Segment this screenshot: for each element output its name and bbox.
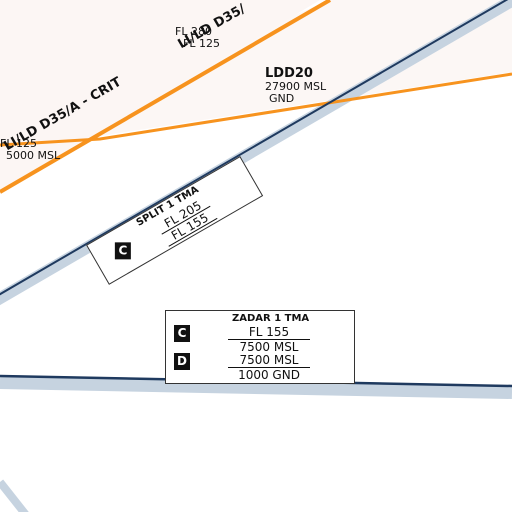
airspace-class-badge: C	[114, 242, 131, 260]
coast-boundary-halo	[0, 479, 29, 512]
tma-lower-limit: 1000 GND	[238, 368, 300, 382]
zadar-tma-label-box: ZADAR 1 TMA C FL 155 7500 MSL D 7500 MSL…	[165, 310, 355, 384]
tma-upper-limit: FL 155	[228, 326, 310, 340]
restricted-boundary-d35	[0, 0, 332, 194]
zone-lower-limit: 5000 MSL	[6, 149, 61, 162]
zone-name: LDD20	[265, 66, 313, 81]
zadar-tma-boundary-halo	[0, 375, 512, 399]
airspace-class-badge: C	[174, 325, 190, 342]
tma-lower-limit: 7500 MSL	[239, 340, 299, 354]
zone-upper-limit: 27900 MSL	[265, 80, 327, 93]
split-tma-boundary	[0, 0, 509, 296]
zone-limits: FL 280 FL 125	[175, 26, 220, 50]
zone-upper-limit: FL 125	[0, 137, 37, 150]
zone-upper-limit: FL 280	[175, 25, 212, 38]
airspace-class-badge: D	[174, 353, 190, 370]
zone-limits: FL 125 5000 MSL	[0, 138, 60, 162]
tma-upper-limit: 7500 MSL	[228, 354, 310, 368]
restricted-zone-ldd20-label: LDD20 27900 MSL GND	[265, 67, 326, 105]
zone-lower-limit: GND	[269, 92, 295, 105]
split-tma-boundary-halo	[0, 0, 512, 306]
zone-lower-limit: FL 125	[183, 37, 220, 50]
restricted-boundary-crit	[0, 72, 512, 147]
restricted-area-fill-crit	[0, 0, 512, 140]
tma-name: ZADAR 1 TMA	[232, 313, 310, 324]
